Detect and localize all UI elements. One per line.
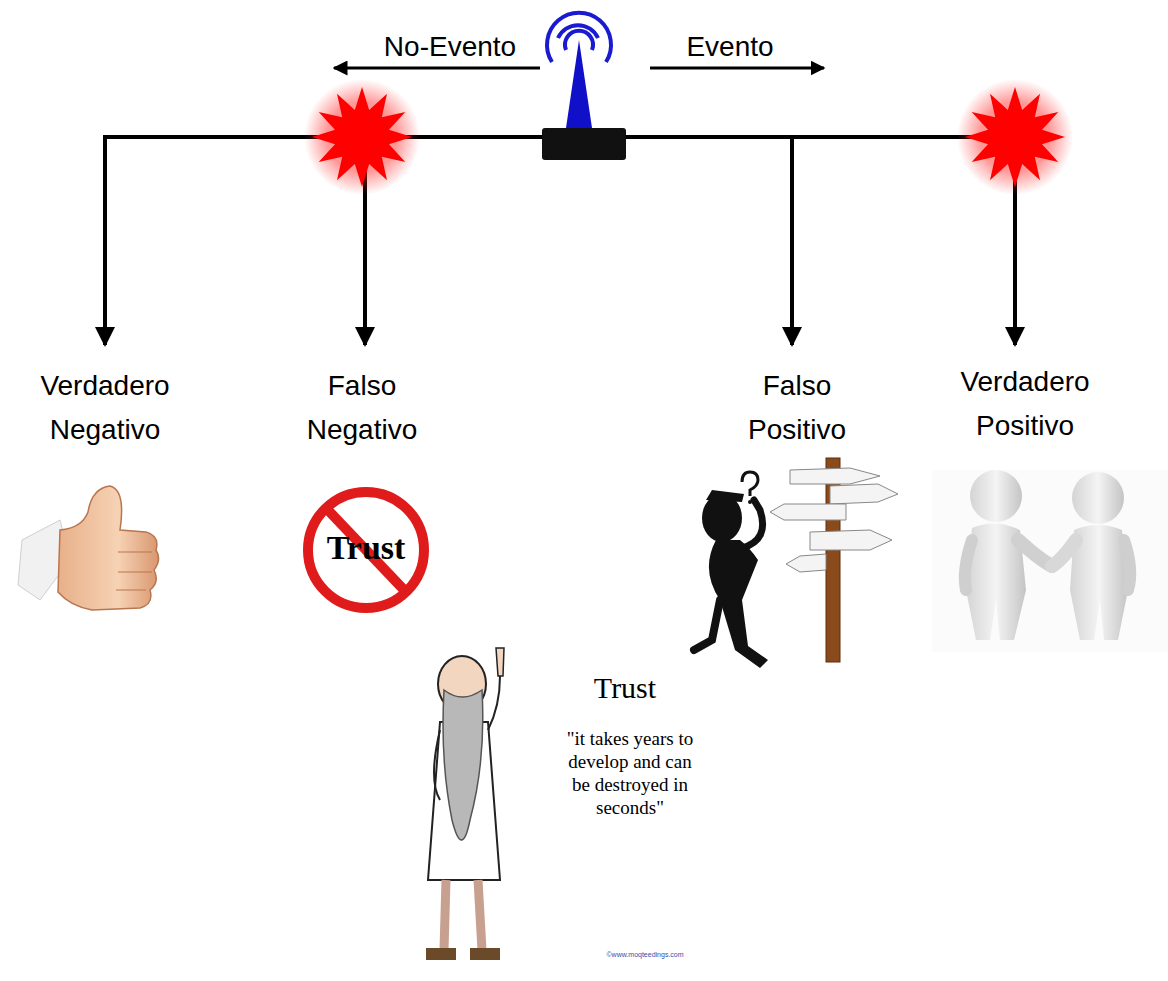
quote-text: "it takes years to develop and can be de… xyxy=(560,727,700,819)
outcome-label: Verdadero Positivo xyxy=(925,360,1125,448)
direction-arrow xyxy=(334,67,540,70)
direction-arrow xyxy=(650,67,824,70)
sign-text: Trust xyxy=(286,528,446,568)
outcome-label: Falso Positivo xyxy=(717,364,877,452)
antenna-symbol xyxy=(542,13,626,160)
thumbs-up-icon xyxy=(18,486,159,610)
old-man-figure xyxy=(426,648,504,960)
quote-heading: Trust xyxy=(560,670,690,706)
direction-label: No-Evento xyxy=(355,27,545,67)
outcome-label: Verdadero Negativo xyxy=(5,364,205,452)
direction-label: Evento xyxy=(655,27,805,67)
event-star xyxy=(965,87,1065,187)
star-glow xyxy=(957,79,1073,195)
event-star xyxy=(312,87,412,187)
handshake-figures xyxy=(932,470,1168,652)
watermark: ©www.moqteedings.com xyxy=(590,950,700,959)
star-glow xyxy=(304,79,420,195)
signpost xyxy=(770,458,898,662)
outcome-label: Falso Negativo xyxy=(272,364,452,452)
confused-figure xyxy=(694,472,768,668)
leader-arrow xyxy=(790,137,794,345)
event-stars xyxy=(304,79,1073,195)
leader-arrow xyxy=(103,137,107,345)
